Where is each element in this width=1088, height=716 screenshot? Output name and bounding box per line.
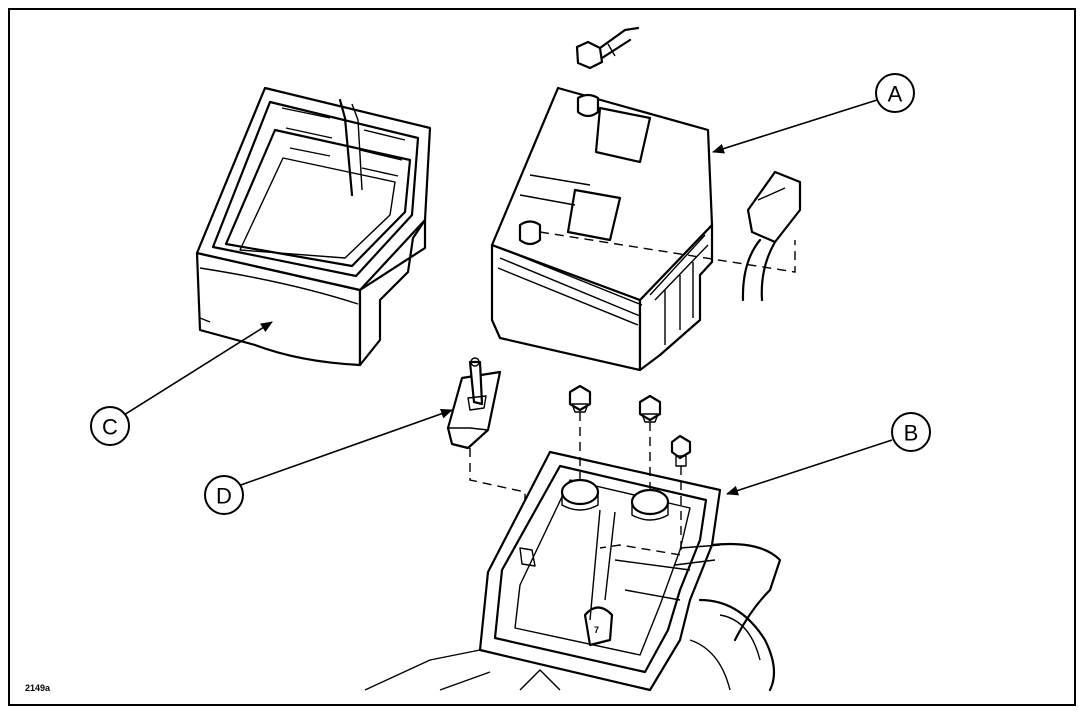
figure-border xyxy=(8,8,1076,706)
callout-a-label: A xyxy=(888,82,903,107)
callout-d-label: D xyxy=(216,484,232,509)
callout-d: D xyxy=(204,475,244,515)
leader-c xyxy=(123,321,273,416)
callout-c: C xyxy=(90,406,130,446)
callout-c-label: C xyxy=(102,415,118,440)
battery-cover xyxy=(195,86,432,367)
battery-tray: 7 xyxy=(364,450,782,692)
leader-b xyxy=(726,439,893,496)
leader-d xyxy=(237,408,453,487)
bolts xyxy=(568,384,692,556)
battery xyxy=(490,26,802,372)
leader-a xyxy=(712,99,878,154)
clamp-bracket xyxy=(446,357,526,545)
callout-b-label: B xyxy=(904,421,919,446)
callout-b: B xyxy=(891,412,931,452)
figure-code: 2149a xyxy=(25,683,51,693)
callout-a: A xyxy=(875,73,915,113)
svg-text:7: 7 xyxy=(594,625,599,635)
